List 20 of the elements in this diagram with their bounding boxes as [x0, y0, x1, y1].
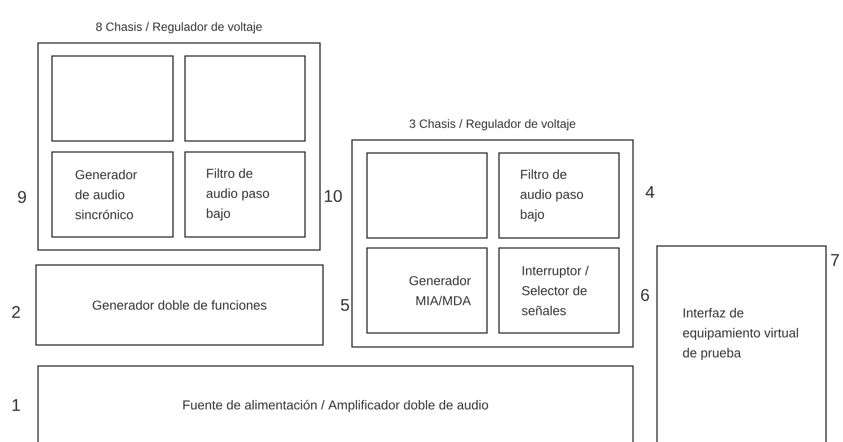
- empty-box: [51, 55, 174, 142]
- callout-number: 4: [646, 186, 654, 198]
- module-box: Generador de audio sincrónico: [51, 151, 174, 238]
- callout-number: 5: [340, 299, 350, 311]
- empty-box: [184, 55, 306, 142]
- callout-number: 10: [324, 190, 342, 202]
- module-box: Interfaz de equipamiento virtual de prueba: [656, 245, 827, 442]
- empty-box: [366, 152, 488, 239]
- module-box: Fuente de alimentación / Amplificador doble de audio: [37, 365, 634, 442]
- module-box: Interruptor / Selector de señales: [498, 247, 620, 334]
- module-box: Generador MIA/MDA: [366, 247, 488, 334]
- callout-number: 9: [18, 190, 26, 204]
- node-label: 8 Chasis / Regulador de voltaje: [96, 22, 262, 34]
- module-box: Filtro de audio paso bajo: [184, 151, 306, 238]
- module-box: Generador doble de funciones: [35, 264, 324, 346]
- module-box: Filtro de audio paso bajo: [498, 152, 620, 239]
- node-label: 3 Chasis / Regulador de voltaje: [410, 119, 576, 130]
- callout-number: 1: [12, 399, 20, 411]
- callout-number: 2: [12, 306, 20, 318]
- callout-number: 6: [641, 288, 649, 302]
